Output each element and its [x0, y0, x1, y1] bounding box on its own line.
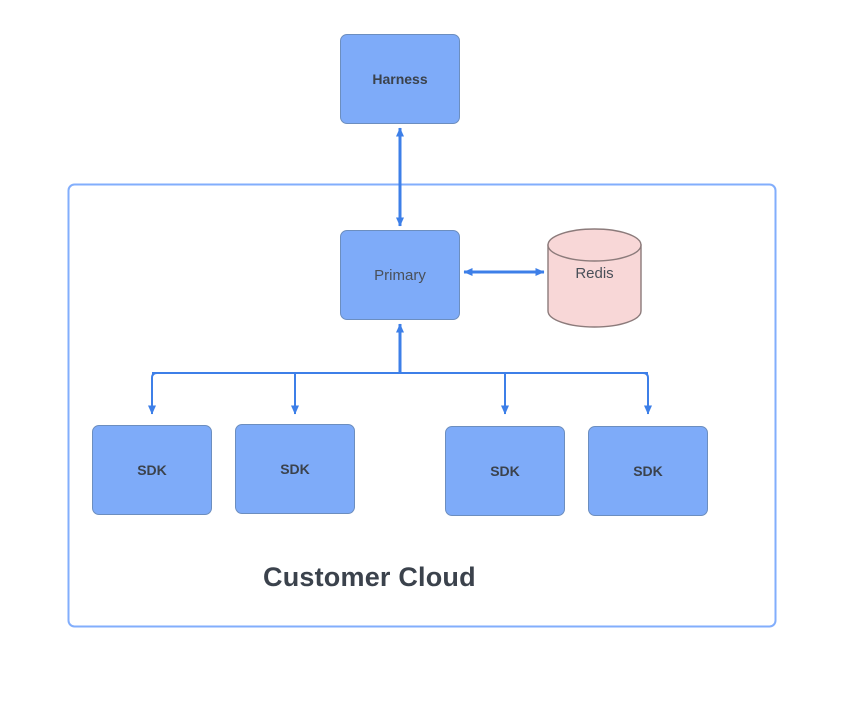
- node-sdk-3-label: SDK: [490, 463, 520, 479]
- edge-bus-sdk-1: [148, 372, 158, 415]
- node-sdk-3[interactable]: SDK: [445, 426, 565, 516]
- node-sdk-1[interactable]: SDK: [92, 425, 212, 515]
- node-sdk-4-label: SDK: [633, 463, 663, 479]
- node-primary-label: Primary: [374, 266, 426, 284]
- redis-cylinder-shape: [547, 228, 642, 328]
- node-harness[interactable]: Harness: [340, 34, 460, 124]
- edge-bus-sdk-4: [642, 372, 652, 415]
- node-redis[interactable]: Redis: [548, 265, 641, 282]
- node-sdk-2[interactable]: SDK: [235, 424, 355, 514]
- node-sdk-1-label: SDK: [137, 462, 167, 478]
- node-sdk-4[interactable]: SDK: [588, 426, 708, 516]
- node-primary[interactable]: Primary: [340, 230, 460, 320]
- customer-cloud-container: [67, 183, 777, 628]
- node-redis-label: Redis: [575, 265, 614, 282]
- node-sdk-2-label: SDK: [280, 461, 310, 477]
- customer-cloud-title: Customer Cloud: [263, 562, 476, 592]
- node-harness-label: Harness: [372, 71, 428, 87]
